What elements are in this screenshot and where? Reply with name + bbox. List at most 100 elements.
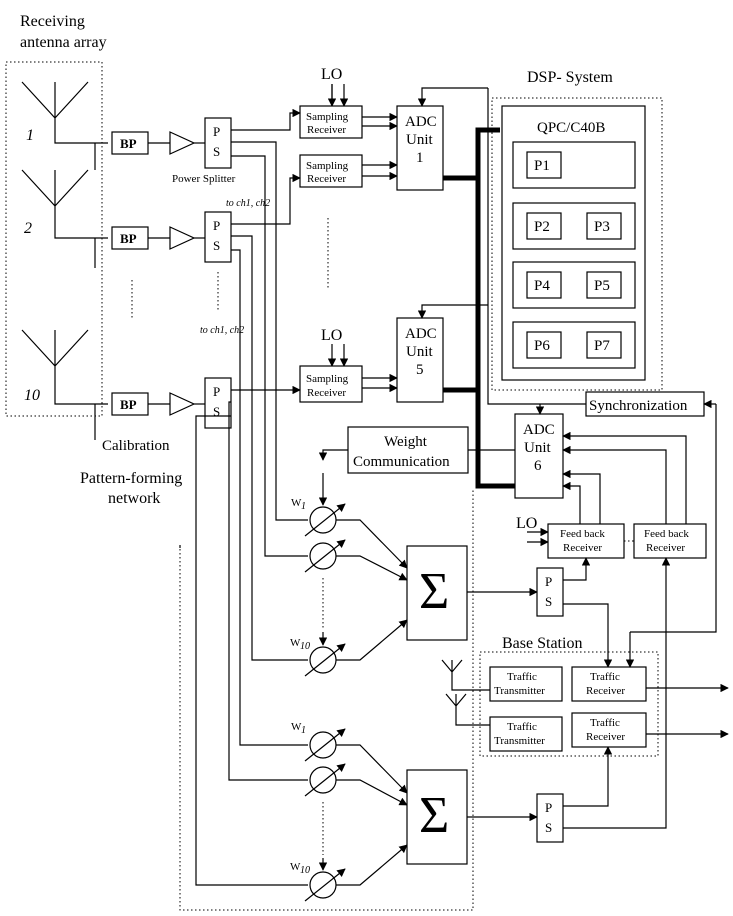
phase-shifter-w2-b <box>304 763 346 797</box>
w10b-sub: 10 <box>300 865 310 876</box>
receiving-array-title: Receiving <box>20 13 85 30</box>
w10a-label: W <box>290 637 301 649</box>
to-ch-label-2: to ch1, ch2 <box>200 325 244 336</box>
w1b-sub: 1 <box>301 725 306 736</box>
processor-p7 <box>586 331 622 359</box>
bp-10-label: BP <box>120 397 137 412</box>
power-splitter-label: Power Splitter <box>172 173 236 185</box>
feedback-receiver-1 <box>547 523 625 559</box>
w10a-sub: 10 <box>300 641 310 652</box>
tt2-l1: Traffic <box>507 721 537 733</box>
pattern-network-label-2: network <box>108 490 160 507</box>
processor-p1 <box>526 151 562 179</box>
receiving-array-title-2: antenna array <box>20 34 107 51</box>
ps-2-p: P <box>213 218 220 233</box>
traffic-receiver-2 <box>571 712 647 748</box>
dsp-system-title: DSP- System <box>527 69 613 86</box>
antenna-10: 10 <box>21 329 108 440</box>
sampling-receiver-2 <box>299 154 363 188</box>
ps-s2-s: S <box>545 820 552 835</box>
tr1-l1: Traffic <box>590 671 620 683</box>
sampling-receiver-5 <box>299 365 363 403</box>
weight-label-1: Weight <box>384 434 428 450</box>
lo-label-fb: LO <box>516 515 537 532</box>
weight-label-2: Communication <box>353 454 450 470</box>
tr2-l2: Receiver <box>586 731 625 743</box>
ps-1-s: S <box>213 144 220 159</box>
traffic-transmitter-2 <box>489 716 563 752</box>
to-ch-label-1: to ch1, ch2 <box>226 198 270 209</box>
sampling-receiver-2-l1: Sampling <box>306 160 349 172</box>
antenna-10-number: 10 <box>24 387 40 404</box>
tr1-l2: Receiver <box>586 685 625 697</box>
p3-label: P3 <box>594 219 610 235</box>
channel-1-front-end: BP P S <box>111 117 232 169</box>
ps-1-p: P <box>213 124 220 139</box>
adc-unit-1 <box>396 105 444 191</box>
adc-5-l2: Unit <box>406 344 434 360</box>
processor-p2 <box>526 212 562 240</box>
p2-label: P2 <box>534 219 550 235</box>
tr2-l1: Traffic <box>590 717 620 729</box>
adc-1-l2: Unit <box>406 132 434 148</box>
dsp-system-frame <box>491 97 663 391</box>
summer-1 <box>406 545 468 641</box>
w1b-label: W <box>291 721 302 733</box>
channel-2-front-end: BP P S <box>111 211 232 263</box>
base-station-label: Base Station <box>502 635 582 652</box>
adc-6-l1: ADC <box>523 422 555 438</box>
calibration-label: Calibration <box>102 438 170 454</box>
ps-s1-s: S <box>545 594 552 609</box>
pattern-network-frame <box>179 490 474 911</box>
phase-shifter-w2-a <box>304 539 346 573</box>
ps-s2-p: P <box>545 800 552 815</box>
sampling-receiver-1-l1: Sampling <box>306 111 349 123</box>
ps-summer-1 <box>536 567 564 617</box>
sampling-receiver-1-l2: Receiver <box>307 124 346 136</box>
adc-5-l1: ADC <box>405 326 437 342</box>
fb1-l2: Receiver <box>563 542 602 554</box>
ps-summer-2 <box>536 793 564 843</box>
fb1-l1: Feed back <box>560 528 605 540</box>
adc-5-l3: 5 <box>416 362 424 378</box>
pattern-network-label: Pattern-forming <box>80 470 182 487</box>
w1a-sub: 1 <box>301 501 306 512</box>
phase-shifter-w10-a: W 10 <box>290 632 346 677</box>
adc-unit-6 <box>514 413 564 499</box>
bp-1-label: BP <box>120 136 137 151</box>
lo-label-top: LO <box>321 66 342 83</box>
bp-2-label: BP <box>120 231 137 246</box>
adc-1-l1: ADC <box>405 114 437 130</box>
phase-shifter-w1-a: W 1 <box>291 473 346 537</box>
ps-s1-p: P <box>545 574 552 589</box>
phase-shifter-w1-b: W 1 <box>291 721 346 762</box>
tt1-l2: Transmitter <box>494 685 545 697</box>
phase-shifter-w10-b: W 10 <box>290 858 346 902</box>
p6-label: P6 <box>534 338 550 354</box>
sampling-receiver-5-l2: Receiver <box>307 387 346 399</box>
adc-6-l3: 6 <box>534 458 542 474</box>
sampling-receiver-1 <box>299 105 363 139</box>
summer-2-sigma: Σ <box>419 787 449 844</box>
traffic-receiver-1 <box>571 666 647 702</box>
sampling-receiver-2-l2: Receiver <box>307 173 346 185</box>
p5-label: P5 <box>594 278 610 294</box>
channel-10-front-end: BP P S <box>111 377 232 429</box>
fb2-l2: Receiver <box>646 542 685 554</box>
sampling-receiver-5-l1: Sampling <box>306 373 349 385</box>
tt2-l2: Transmitter <box>494 735 545 747</box>
processor-p6 <box>526 331 562 359</box>
summer-1-sigma: Σ <box>419 563 449 620</box>
antenna-1-number: 1 <box>26 127 34 144</box>
adc-unit-5 <box>396 317 444 403</box>
ps-2-s: S <box>213 238 220 253</box>
ps-10-s: S <box>213 404 220 419</box>
antenna-1: 1 <box>21 81 108 170</box>
antenna-2: 2 <box>21 169 108 268</box>
processor-p5 <box>586 271 622 299</box>
synchronization-label: Synchronization <box>589 398 688 414</box>
synchronization-box <box>585 391 705 417</box>
w1a-label: W <box>291 497 302 509</box>
data-bus <box>443 127 515 489</box>
processor-p3 <box>586 212 622 240</box>
